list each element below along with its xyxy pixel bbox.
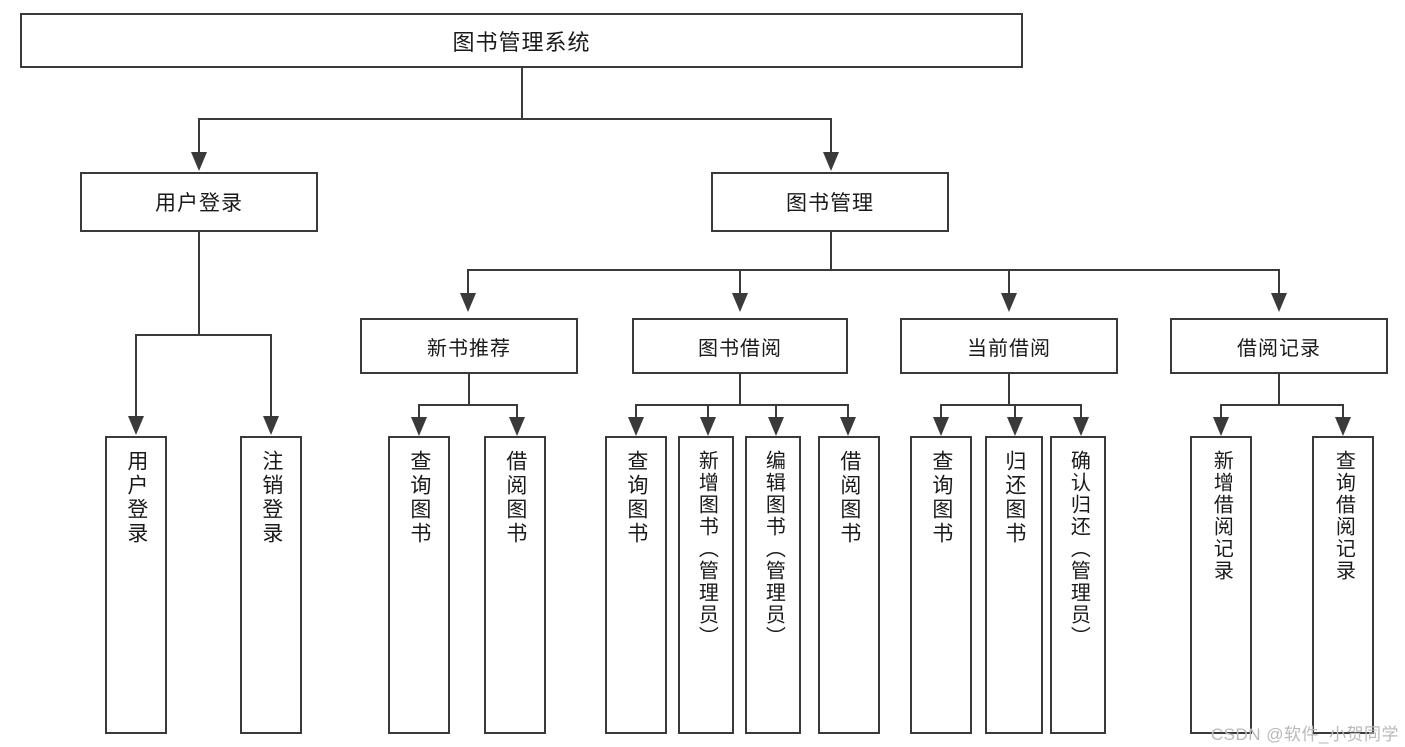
leaf-borrow-borrow-book[interactable]: 借阅图书 — [818, 436, 880, 734]
connector-current-leaf1 — [940, 404, 942, 419]
connector-borrow-leaf4 — [847, 404, 849, 419]
leaf-newbook-query-book[interactable]: 查询图书 — [388, 436, 450, 734]
leaf-current-return-book[interactable]: 归还图书 — [985, 436, 1043, 734]
arrowhead-newbook-leaf2 — [509, 417, 525, 436]
leaf-label: 新增图书（管理员） — [695, 450, 718, 648]
arrowhead-borrow-leaf4 — [840, 417, 856, 436]
leaf-label: 编辑图书（管理员） — [762, 450, 785, 648]
leaf-label: 借阅图书 — [503, 450, 527, 546]
node-label: 新书推荐 — [427, 337, 511, 360]
leaf-label: 注销登录 — [259, 450, 283, 546]
connector-root-stem — [521, 68, 523, 119]
leaf-label: 确认归还（管理员） — [1067, 450, 1090, 648]
arrowhead-current-leaf3 — [1073, 417, 1089, 436]
arrowhead-bookmgmt-to-borrow — [732, 293, 748, 312]
arrowhead-bookmgmt-to-record — [1271, 293, 1287, 312]
leaf-label: 查询图书 — [929, 450, 953, 546]
connector-newbook-stem — [468, 374, 470, 406]
connector-borrow-stem — [739, 374, 741, 406]
connector-record-bus — [1220, 404, 1344, 406]
leaf-record-query-record[interactable]: 查询借阅记录 — [1312, 436, 1374, 734]
leaf-borrow-add-book[interactable]: 新增图书（管理员） — [678, 436, 734, 734]
connector-bookmgmt-to-newbook — [467, 269, 469, 295]
connector-root-to-bookmgmt — [830, 118, 832, 154]
leaf-label: 借阅图书 — [837, 450, 861, 546]
leaf-label: 查询借阅记录 — [1332, 450, 1355, 582]
node-label: 用户登录 — [155, 192, 243, 215]
connector-current-leaf3 — [1080, 404, 1082, 419]
connector-bookmgmt-stem — [830, 232, 832, 270]
arrowhead-record-leaf2 — [1335, 417, 1351, 436]
node-label: 借阅记录 — [1237, 337, 1321, 360]
arrowhead-login-leaf2 — [263, 416, 279, 435]
connector-borrow-leaf1 — [635, 404, 637, 419]
arrowhead-root-to-login — [191, 152, 207, 171]
leaf-borrow-edit-book[interactable]: 编辑图书（管理员） — [745, 436, 801, 734]
connector-borrow-leaf3 — [775, 404, 777, 419]
connector-current-bus — [940, 404, 1080, 406]
connector-borrow-bus — [635, 404, 847, 406]
leaf-label: 用户登录 — [124, 450, 148, 546]
arrowhead-borrow-leaf3 — [768, 417, 784, 436]
node-user-login[interactable]: 用户登录 — [80, 172, 318, 232]
connector-bookmgmt-to-record — [1278, 269, 1280, 295]
arrowhead-borrow-leaf1 — [628, 417, 644, 436]
leaf-record-add-record[interactable]: 新增借阅记录 — [1190, 436, 1252, 734]
connector-current-stem — [1008, 374, 1010, 406]
leaf-label: 新增借阅记录 — [1210, 450, 1233, 582]
connector-login-bus — [135, 334, 272, 336]
node-book-borrow[interactable]: 图书借阅 — [632, 318, 848, 374]
leaf-logout[interactable]: 注销登录 — [240, 436, 302, 734]
connector-record-leaf1 — [1220, 404, 1222, 419]
connector-login-stem — [198, 232, 200, 336]
leaf-label: 查询图书 — [407, 450, 431, 546]
leaf-user-login[interactable]: 用户登录 — [105, 436, 167, 734]
connector-record-stem — [1278, 374, 1280, 406]
node-label: 图书管理 — [786, 192, 874, 215]
connector-root-bus — [198, 118, 832, 120]
connector-login-leaf1 — [135, 334, 137, 418]
connector-record-leaf2 — [1342, 404, 1344, 419]
arrowhead-bookmgmt-to-current — [1001, 293, 1017, 312]
leaf-label: 查询图书 — [624, 450, 648, 546]
leaf-current-confirm-return[interactable]: 确认归还（管理员） — [1050, 436, 1106, 734]
connector-bookmgmt-to-borrow — [739, 269, 741, 295]
connector-current-leaf2 — [1014, 404, 1016, 419]
connector-newbook-leaf2 — [516, 404, 518, 419]
arrowhead-current-leaf2 — [1007, 417, 1023, 436]
node-label: 图书管理系统 — [452, 29, 591, 55]
node-label: 图书借阅 — [698, 337, 782, 360]
node-root-system[interactable]: 图书管理系统 — [20, 13, 1023, 68]
node-label: 当前借阅 — [967, 337, 1051, 360]
node-borrow-record[interactable]: 借阅记录 — [1170, 318, 1388, 374]
arrowhead-root-to-bookmgmt — [823, 152, 839, 171]
arrowhead-login-leaf1 — [128, 416, 144, 435]
connector-bookmgmt-bus — [467, 269, 1279, 271]
node-current-borrow[interactable]: 当前借阅 — [900, 318, 1118, 374]
connector-newbook-leaf1 — [418, 404, 420, 419]
arrowhead-borrow-leaf2 — [700, 417, 716, 436]
node-book-management[interactable]: 图书管理 — [711, 172, 949, 232]
leaf-label: 归还图书 — [1002, 450, 1026, 546]
leaf-newbook-borrow-book[interactable]: 借阅图书 — [484, 436, 546, 734]
arrowhead-bookmgmt-to-newbook — [460, 293, 476, 312]
connector-login-leaf2 — [270, 334, 272, 418]
leaf-current-query-book[interactable]: 查询图书 — [910, 436, 972, 734]
connector-root-to-login — [198, 118, 200, 154]
arrowhead-current-leaf1 — [933, 417, 949, 436]
leaf-borrow-query-book[interactable]: 查询图书 — [605, 436, 667, 734]
connector-newbook-bus — [418, 404, 518, 406]
node-new-book-recommend[interactable]: 新书推荐 — [360, 318, 578, 374]
connector-bookmgmt-to-current — [1008, 269, 1010, 295]
connector-borrow-leaf2 — [707, 404, 709, 419]
csdn-watermark: CSDN @软件_小贺同学 — [1210, 725, 1399, 744]
arrowhead-newbook-leaf1 — [411, 417, 427, 436]
arrowhead-record-leaf1 — [1213, 417, 1229, 436]
